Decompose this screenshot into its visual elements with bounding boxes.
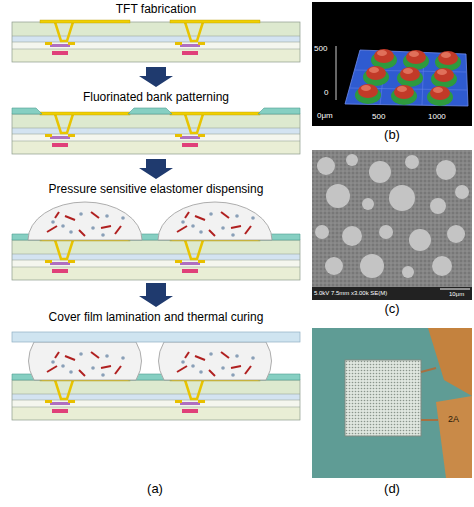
scale-bar <box>440 289 470 290</box>
sem-domain <box>455 185 469 199</box>
flex-cable <box>436 396 472 478</box>
sem-domain <box>447 225 465 243</box>
profile-image <box>312 2 472 126</box>
dome-bump <box>371 49 397 69</box>
sem-domain <box>360 254 384 278</box>
cable-marking: 2A <box>448 414 459 424</box>
elastomer-cured <box>29 342 142 380</box>
flex-trace <box>421 368 438 420</box>
elastomer-dome <box>158 202 272 240</box>
axis-tick: 500 <box>314 44 327 53</box>
fluorinated-bank <box>12 108 300 114</box>
sem-domain <box>409 229 431 251</box>
elastomer-filler <box>47 352 125 377</box>
sem-domain <box>317 157 335 175</box>
flex-cable <box>428 328 472 396</box>
dome-bump <box>363 66 389 86</box>
process-arrow <box>139 67 173 87</box>
scale-label: 10μm <box>449 291 464 298</box>
sem-domains <box>315 154 469 278</box>
sem-domain <box>369 161 391 183</box>
step-heading: Fluorinated bank patterning <box>10 90 302 105</box>
axis-tick: 0 <box>324 88 328 97</box>
sem-domain <box>430 198 446 214</box>
step-heading: TFT fabrication <box>10 2 302 17</box>
cover-film <box>12 332 300 342</box>
elastomer-filler <box>177 212 255 237</box>
panel-label: (d) <box>384 482 400 497</box>
sem-info-bar <box>312 287 472 300</box>
device-photo <box>312 328 472 478</box>
panel-label: (c) <box>384 302 399 317</box>
cross-section <box>12 238 300 280</box>
sem-domain <box>405 155 419 169</box>
dome-bump <box>427 86 453 106</box>
sem-domain <box>436 160 456 180</box>
sem-domain <box>315 225 329 239</box>
panel-label: (b) <box>384 128 400 143</box>
surface-grid <box>350 51 467 105</box>
sem-domain <box>346 154 358 166</box>
sensor-array <box>345 360 421 436</box>
cross-section <box>12 112 300 154</box>
sem-domain <box>362 198 374 210</box>
process-step: Cover film lamination and thermal curing <box>10 310 302 422</box>
cross-section <box>12 378 300 420</box>
axis-line <box>336 46 337 100</box>
profile-surface <box>345 50 468 106</box>
axis-tick: 500 <box>372 112 385 121</box>
process-arrow <box>139 159 173 179</box>
axis-tick: 0μm <box>317 111 333 120</box>
elastomer-filler <box>177 352 255 377</box>
sem-domain <box>325 257 343 275</box>
elastomer-dome <box>28 202 142 240</box>
process-step: TFT fabrication <box>10 2 302 64</box>
sem-image <box>312 150 472 300</box>
elastomer-filler <box>47 212 125 237</box>
sem-domain <box>432 256 452 276</box>
process-step: Pressure sensitive elastomer dispensing <box>10 182 302 280</box>
sem-domain <box>379 225 393 239</box>
dome-bump <box>403 50 429 70</box>
sem-info: 5.0kV 7.5mm x3.00k SE(M) <box>314 290 387 297</box>
dome-bump <box>391 85 417 105</box>
dome-bump <box>397 67 423 87</box>
sem-domain <box>389 185 415 211</box>
step-heading: Cover film lamination and thermal curing <box>10 310 302 325</box>
dome-bump <box>435 51 461 71</box>
dome-bump <box>431 68 457 88</box>
step-heading: Pressure sensitive elastomer dispensing <box>10 182 302 197</box>
sem-domain <box>342 226 362 246</box>
dome-bump <box>355 84 381 104</box>
axis-tick: 1000 <box>428 112 446 121</box>
process-step: Fluorinated bank patterning <box>10 90 302 156</box>
sem-domain <box>402 266 414 278</box>
elastomer-cured <box>159 342 272 380</box>
process-arrow <box>139 283 173 307</box>
sem-domain <box>326 184 350 208</box>
panel-label: (a) <box>147 482 163 497</box>
cross-section <box>12 20 300 62</box>
